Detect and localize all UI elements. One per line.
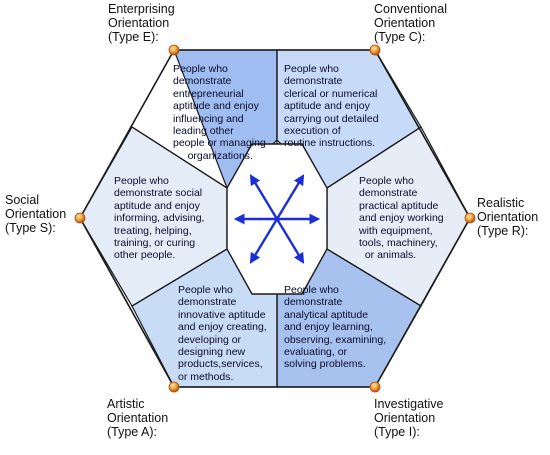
dot-investigative-icon <box>369 381 381 393</box>
dot-social-icon <box>74 212 86 224</box>
vertex-dots <box>74 44 476 393</box>
dot-realistic-icon <box>464 212 476 224</box>
label-investigative: Investigative Orientation (Type I): <box>374 397 444 439</box>
text-realistic: People who demonstrate practical aptitud… <box>359 175 444 262</box>
label-enterprising: Enterprising Orientation (Type E): <box>108 2 175 44</box>
text-enterprising: People who demonstrate entrepreneurial a… <box>173 63 266 162</box>
arrow-up-right <box>275 174 305 220</box>
label-social: Social Orientation (Type S): <box>5 193 67 235</box>
dot-conventional-icon <box>369 44 381 56</box>
label-realistic: Realistic Orientation (Type R): <box>477 196 539 238</box>
label-conventional: Conventional Orientation (Type C): <box>374 2 447 44</box>
dot-artistic-icon <box>168 381 180 393</box>
text-artistic: People who demonstrate innovative aptitu… <box>178 284 267 383</box>
label-artistic: Artistic Orientation (Type A): <box>107 397 169 439</box>
divider-lines <box>131 50 422 387</box>
arrow-down-left <box>249 218 279 264</box>
text-social: People who demonstrate social aptitude a… <box>114 175 205 262</box>
dot-enterprising-icon <box>168 44 180 56</box>
center-arrows-icon <box>233 174 321 264</box>
arrow-down-right <box>275 218 305 264</box>
text-investigative: People who demonstrate analytical aptitu… <box>284 284 387 371</box>
text-conventional: People who demonstrate clerical or numer… <box>284 63 379 150</box>
arrow-up-left <box>249 174 279 220</box>
